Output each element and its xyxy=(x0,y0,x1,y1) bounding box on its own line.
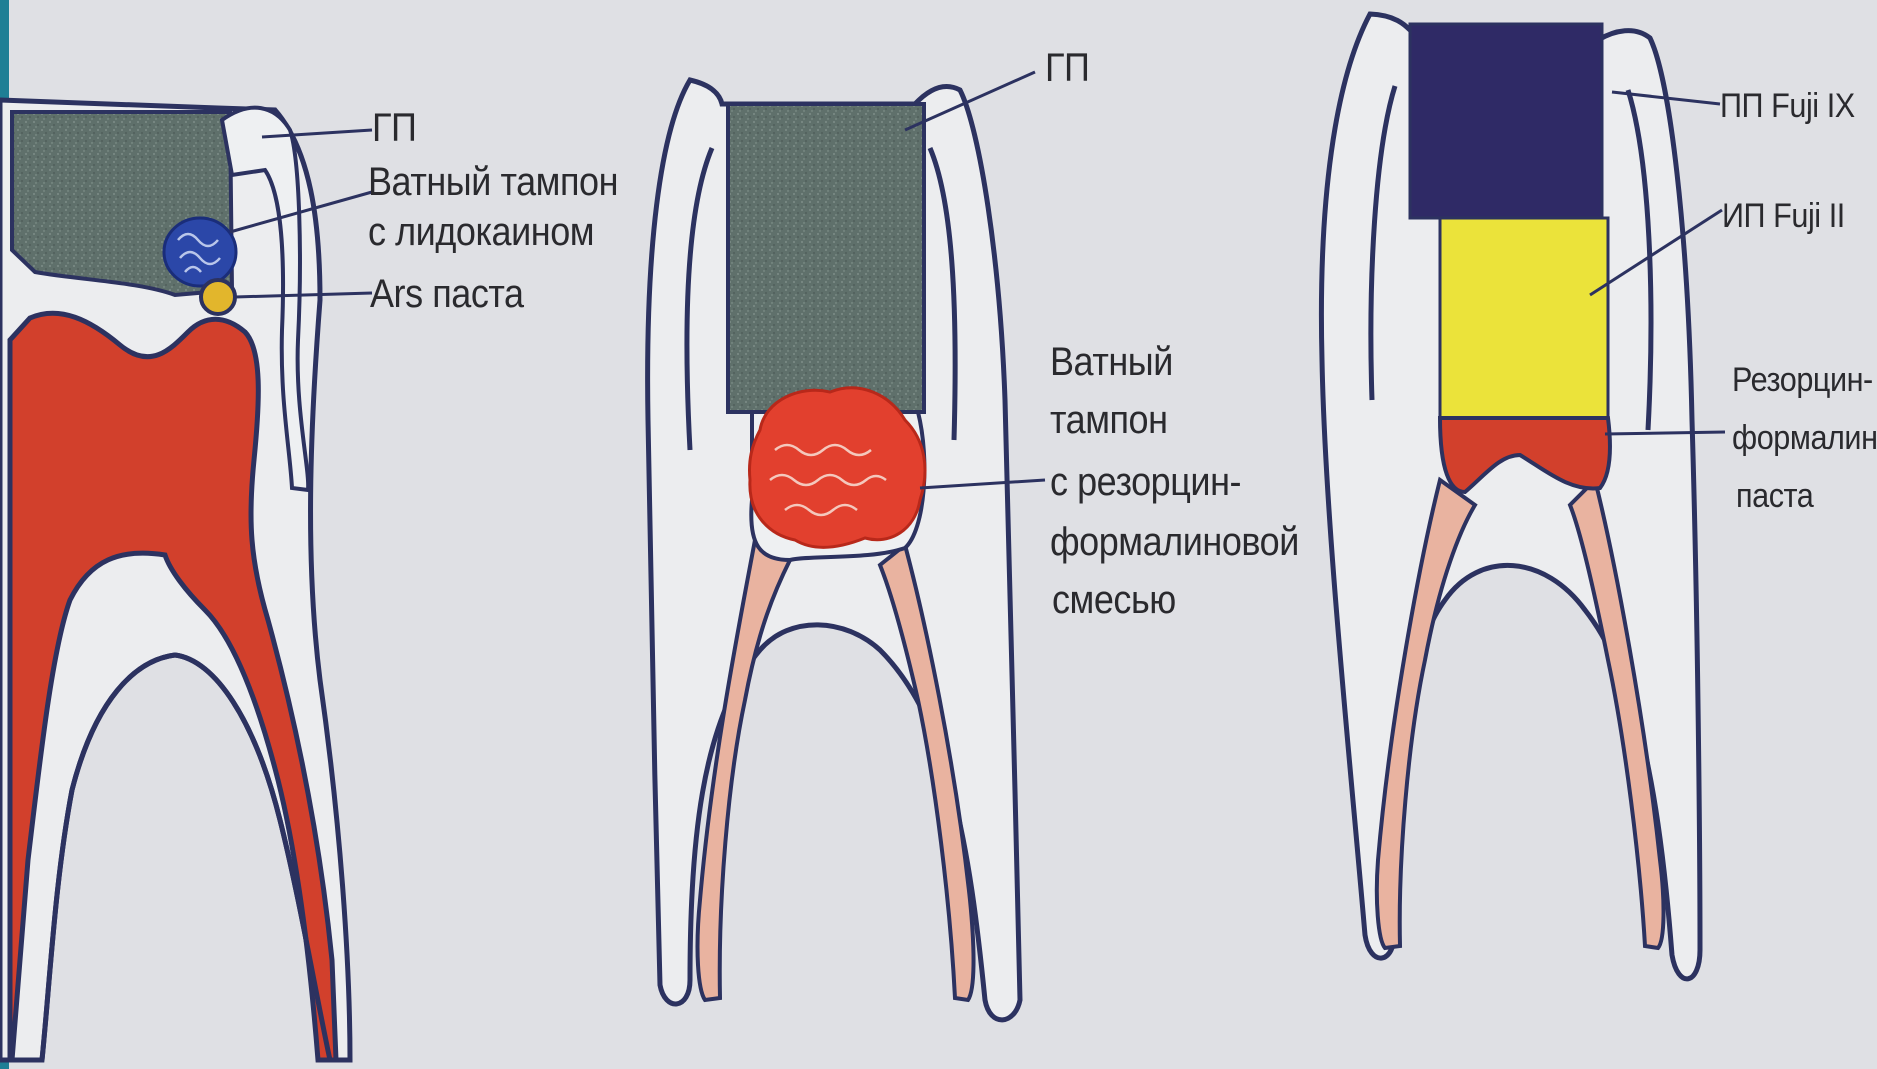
fig3-label-paste-line2: формалино xyxy=(1732,418,1877,459)
leader-paste-3 xyxy=(1605,432,1725,434)
tooth-1-cotton-lidocaine xyxy=(164,218,236,286)
fig2-label-cotton-line2: тампон xyxy=(1050,396,1168,444)
tooth-3-pp-fuji-ix xyxy=(1410,24,1602,218)
fig1-label-cotton-line1: Ватный тампон xyxy=(368,158,618,206)
fig3-label-paste-line3: паста xyxy=(1736,476,1813,517)
tooth-3 xyxy=(1321,14,1725,979)
tooth-1-ars-paste xyxy=(201,280,235,314)
fig2-label-cotton-line1: Ватный xyxy=(1050,338,1173,386)
fig1-label-ars: Ars паста xyxy=(370,270,524,318)
fig1-label-cotton-line2: с лидокаином xyxy=(368,208,594,256)
fig1-label-gp: ГП xyxy=(372,104,416,152)
tooth-2 xyxy=(648,72,1045,1020)
tooth-2-cotton-resorcinol xyxy=(749,388,925,548)
tooth-1 xyxy=(0,100,372,1060)
fig2-label-gp: ГП xyxy=(1045,44,1089,92)
tooth-3-ip-fuji-ii xyxy=(1440,218,1608,418)
fig2-label-cotton-line5: смесью xyxy=(1052,576,1176,624)
fig3-label-ip: ИП Fuji II xyxy=(1722,196,1845,237)
fig2-label-cotton-line4: формалиновой xyxy=(1050,518,1299,566)
fig2-label-cotton-line3: с резорцин- xyxy=(1050,458,1241,506)
fig3-label-pp: ПП Fuji IX xyxy=(1720,86,1855,127)
fig3-label-paste-line1: Резорцин- xyxy=(1732,360,1873,401)
tooth-2-gp-fill xyxy=(728,104,924,412)
